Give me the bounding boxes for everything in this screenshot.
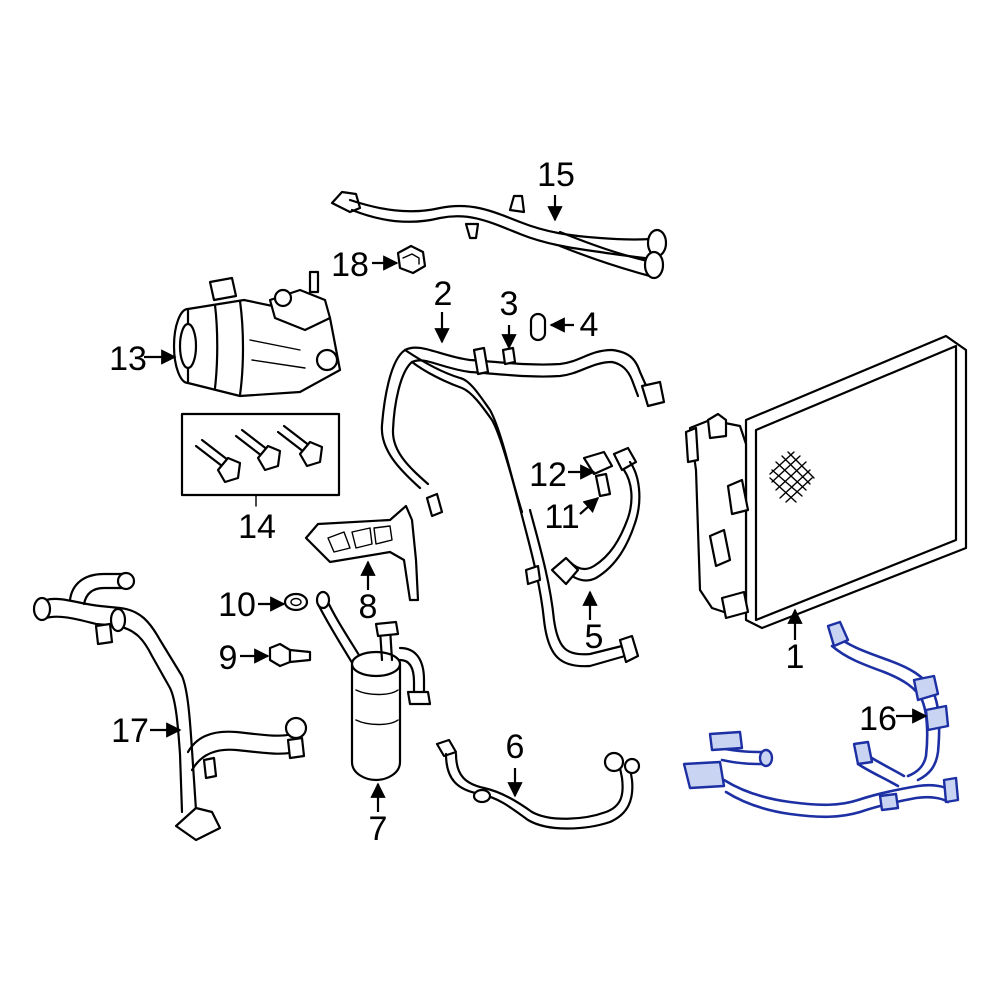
callout-1: 1 — [786, 638, 805, 676]
callout-17: 17 — [111, 712, 149, 750]
callout-13: 13 — [109, 340, 147, 378]
leader-arrows — [144, 195, 928, 812]
callout-labels: 15 18 13 2 3 4 12 11 14 8 10 5 9 1 16 17… — [109, 156, 897, 848]
callout-14: 14 — [238, 508, 276, 546]
part-2-line-assembly[interactable] — [380, 346, 666, 668]
callout-10: 10 — [218, 586, 256, 624]
callout-5: 5 — [585, 618, 604, 656]
part-12-sensor[interactable] — [582, 446, 638, 476]
part-14-bolt-kit[interactable] — [180, 412, 341, 497]
part-11-clip[interactable] — [594, 472, 612, 498]
part-1-condenser[interactable] — [684, 334, 968, 630]
callout-11: 11 — [544, 498, 579, 536]
part-16-hose-assembly[interactable] — [682, 620, 960, 819]
part-17-heater-hose[interactable] — [32, 571, 308, 842]
part-3-fitting[interactable] — [501, 346, 517, 366]
part-10-washer[interactable] — [283, 592, 309, 612]
bolt-icon — [276, 424, 324, 468]
callout-3: 3 — [500, 285, 519, 323]
callout-9: 9 — [219, 639, 238, 677]
callout-6: 6 — [506, 728, 525, 766]
callout-18: 18 — [331, 246, 369, 284]
part-18-nut[interactable] — [396, 244, 427, 275]
callout-8: 8 — [359, 588, 378, 626]
bolt-icon — [234, 428, 282, 472]
part-4-o-ring[interactable] — [529, 312, 547, 342]
callout-12: 12 — [529, 456, 567, 494]
part-9-bolt[interactable] — [268, 642, 312, 668]
callout-4: 4 — [580, 306, 599, 344]
mesh-icon — [769, 451, 815, 503]
part-7-receiver-drier[interactable] — [315, 590, 432, 782]
part-8-bracket[interactable] — [304, 504, 420, 602]
callout-16: 16 — [859, 700, 897, 738]
callout-2: 2 — [434, 275, 453, 313]
part-6-line[interactable] — [435, 738, 641, 830]
part-5-line[interactable] — [550, 460, 641, 586]
callout-7: 7 — [369, 810, 388, 848]
bolt-icon — [194, 438, 242, 484]
part-13-compressor[interactable] — [172, 270, 342, 398]
callout-15: 15 — [537, 156, 575, 194]
part-15-hose-assembly[interactable] — [330, 190, 668, 280]
